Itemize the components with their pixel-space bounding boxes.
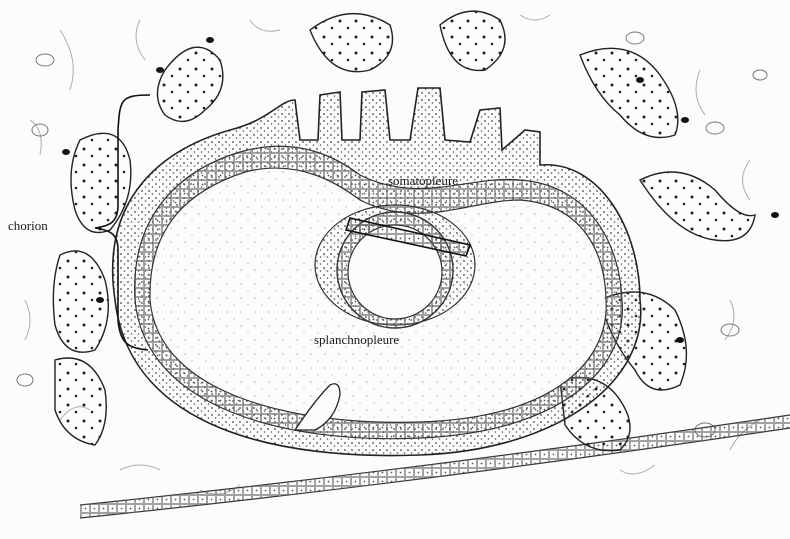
label-splanchnopleure: splanchnopleure bbox=[314, 333, 399, 346]
label-chorion: chorion bbox=[8, 219, 48, 232]
label-somatopleure: somatopleure bbox=[388, 174, 458, 187]
